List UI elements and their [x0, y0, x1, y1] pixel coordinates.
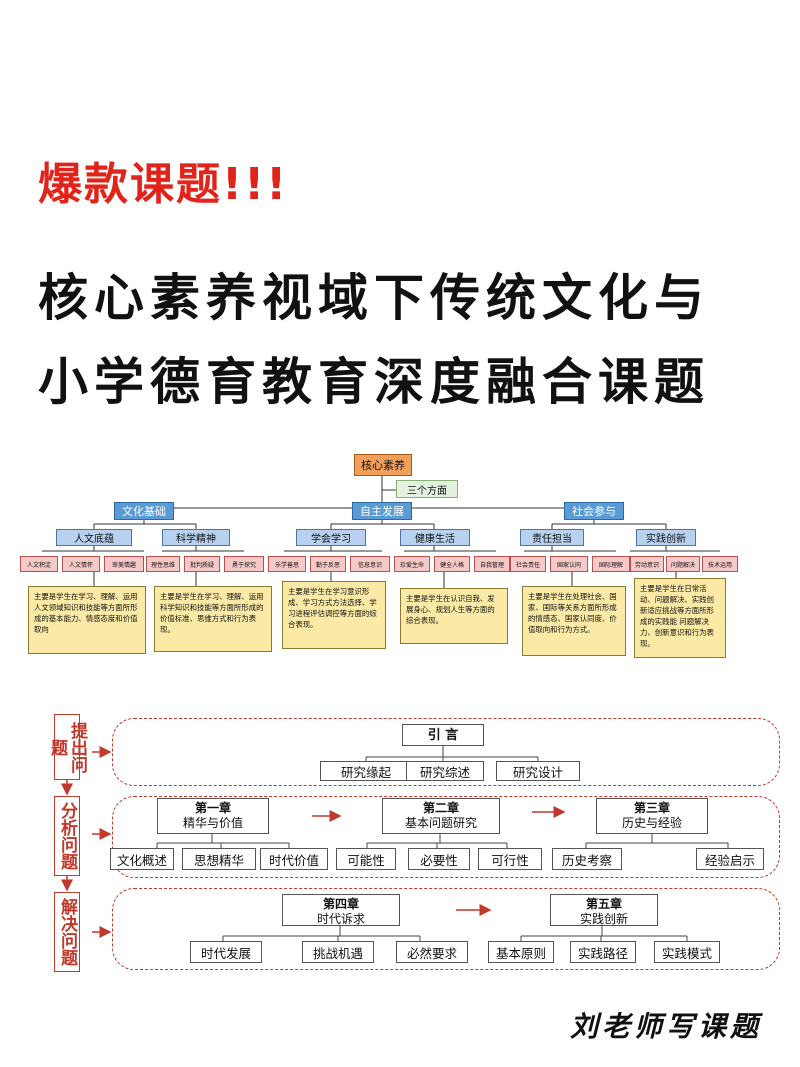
leaf-node: 问题解决	[666, 556, 700, 572]
chapter-2-node: 第二章 基本问题研究	[382, 798, 500, 834]
leaf-node: 信息意识	[350, 556, 390, 572]
node-self-development: 自主发展	[352, 502, 412, 520]
leaf-node: 人文积淀	[20, 556, 58, 572]
leaf-node: 批判质疑	[184, 556, 220, 572]
chapter-item: 文化概述	[110, 848, 174, 870]
intro-item: 研究设计	[496, 761, 580, 781]
node-humanities: 人文底蕴	[56, 529, 132, 546]
intro-node: 引 言	[402, 724, 484, 746]
leaf-node: 勇于探究	[224, 556, 264, 572]
three-aspects-node: 三个方面	[396, 480, 458, 498]
chapter-item: 可行性	[478, 848, 542, 870]
node-innovation: 实践创新	[636, 529, 696, 546]
chapter-5-node: 第五章 实践创新	[550, 894, 658, 926]
chapter-name: 基本问题研究	[404, 816, 477, 830]
leaf-node: 珍爱生命	[394, 556, 430, 572]
stage-2-frame	[112, 796, 780, 878]
intro-item: 研究综述	[406, 761, 484, 781]
description-note: 主要是学生在日常活动、问题解决、实践创新适应挑战等方面所形成的实践能 问题解决力…	[634, 578, 726, 658]
diagram2-connectors	[61, 746, 729, 941]
chapter-number: 第四章	[322, 897, 359, 911]
leaf-node: 国际理解	[592, 556, 630, 572]
chapter-item: 经验启示	[696, 848, 764, 870]
description-note: 主要是学生在学习、理解、运用科学知识和技能等方面所形成的价值标准、思维方式和行为…	[154, 586, 272, 652]
leaf-node: 国家认同	[550, 556, 588, 572]
hot-topic-label: 爆款课题!!!	[38, 159, 289, 210]
description-note: 主要是学生在认识自我、发展身心、规划人生等方面的综合表现。	[400, 588, 508, 644]
page-title-line-1: 核心素养视域下传统文化与	[38, 269, 710, 327]
chapter-name: 精华与价值	[182, 816, 243, 830]
stage-3-frame	[112, 888, 780, 970]
chapter-4-node: 第四章 时代诉求	[282, 894, 400, 926]
node-responsibility: 责任担当	[520, 529, 584, 546]
chapter-item: 挑战机遇	[302, 941, 374, 963]
description-note: 主要是学生在学习意识形成、学习方式方法选择、学习进程评估调控等方面的综合表现。	[282, 581, 386, 649]
chapter-name: 历史与经验	[621, 816, 682, 830]
chapter-item: 时代价值	[260, 848, 328, 870]
node-science-spirit: 科学精神	[162, 529, 230, 546]
node-learning: 学会学习	[296, 529, 366, 546]
leaf-node: 勤于反思	[310, 556, 346, 572]
stage-solve-question: 解决问题	[54, 892, 80, 972]
chapter-name: 实践创新	[579, 912, 628, 926]
leaf-node: 审美情趣	[104, 556, 144, 572]
stage-analyze-question: 分析问题	[54, 796, 80, 876]
leaf-node: 乐学善思	[268, 556, 306, 572]
node-cultural-foundation: 文化基础	[114, 502, 174, 520]
core-literacy-node: 核心素养	[354, 454, 412, 476]
core-literacy-diagram: 核心素养 三个方面 文化基础 自主发展 社会参与 人文底蕴 科学精神 学会学习 …	[16, 450, 740, 665]
leaf-node: 自我管理	[474, 556, 510, 572]
chapter-item: 时代发展	[190, 941, 262, 963]
chapter-item: 思想精华	[182, 848, 256, 870]
chapter-item: 实践模式	[654, 941, 720, 963]
chapter-item: 基本原则	[488, 941, 554, 963]
node-social-participation: 社会参与	[564, 502, 624, 520]
page-title-line-2: 小学德育教育深度融合课题	[38, 353, 710, 411]
author-signature: 刘老师写课题	[569, 1010, 762, 1043]
stage-raise-question: 提出问题	[47, 714, 87, 780]
chapter-item: 必要性	[408, 848, 470, 870]
chapter-number: 第五章	[585, 897, 622, 911]
description-note: 主要是学生在学习、理解、运用人文领域知识和技能等方面所形成的基本能力、情感态度和…	[28, 586, 146, 654]
leaf-node: 人文情怀	[62, 556, 100, 572]
leaf-node: 社会责任	[510, 556, 546, 572]
research-structure-diagram: 提出问题 分析问题 解决问题 引 言 研究缘起 研究综述 研究设计 第一章 精华…	[40, 712, 784, 978]
chapter-item: 必然要求	[396, 941, 468, 963]
leaf-node: 理性思维	[146, 556, 180, 572]
stage-1-frame	[112, 718, 780, 786]
chapter-name: 时代诉求	[316, 912, 365, 926]
intro-item: 研究缘起	[320, 761, 412, 781]
chapter-item: 实践路径	[570, 941, 636, 963]
chapter-number: 第三章	[633, 801, 670, 815]
node-healthy-life: 健康生活	[400, 529, 470, 546]
chapter-number: 第一章	[194, 801, 231, 815]
chapter-1-node: 第一章 精华与价值	[157, 798, 269, 834]
leaf-node: 技术运用	[702, 556, 738, 572]
chapter-item: 历史考察	[552, 848, 622, 870]
chapter-item: 可能性	[336, 848, 396, 870]
leaf-node: 劳动意识	[630, 556, 664, 572]
chapter-number: 第二章	[422, 801, 459, 815]
chapter-3-node: 第三章 历史与经验	[596, 798, 708, 834]
description-note: 主要是学生在处理社会、国家、国际等关系方面所形成的情感态、国家认同度、价值取向和…	[522, 586, 626, 656]
leaf-node: 健全人格	[434, 556, 470, 572]
